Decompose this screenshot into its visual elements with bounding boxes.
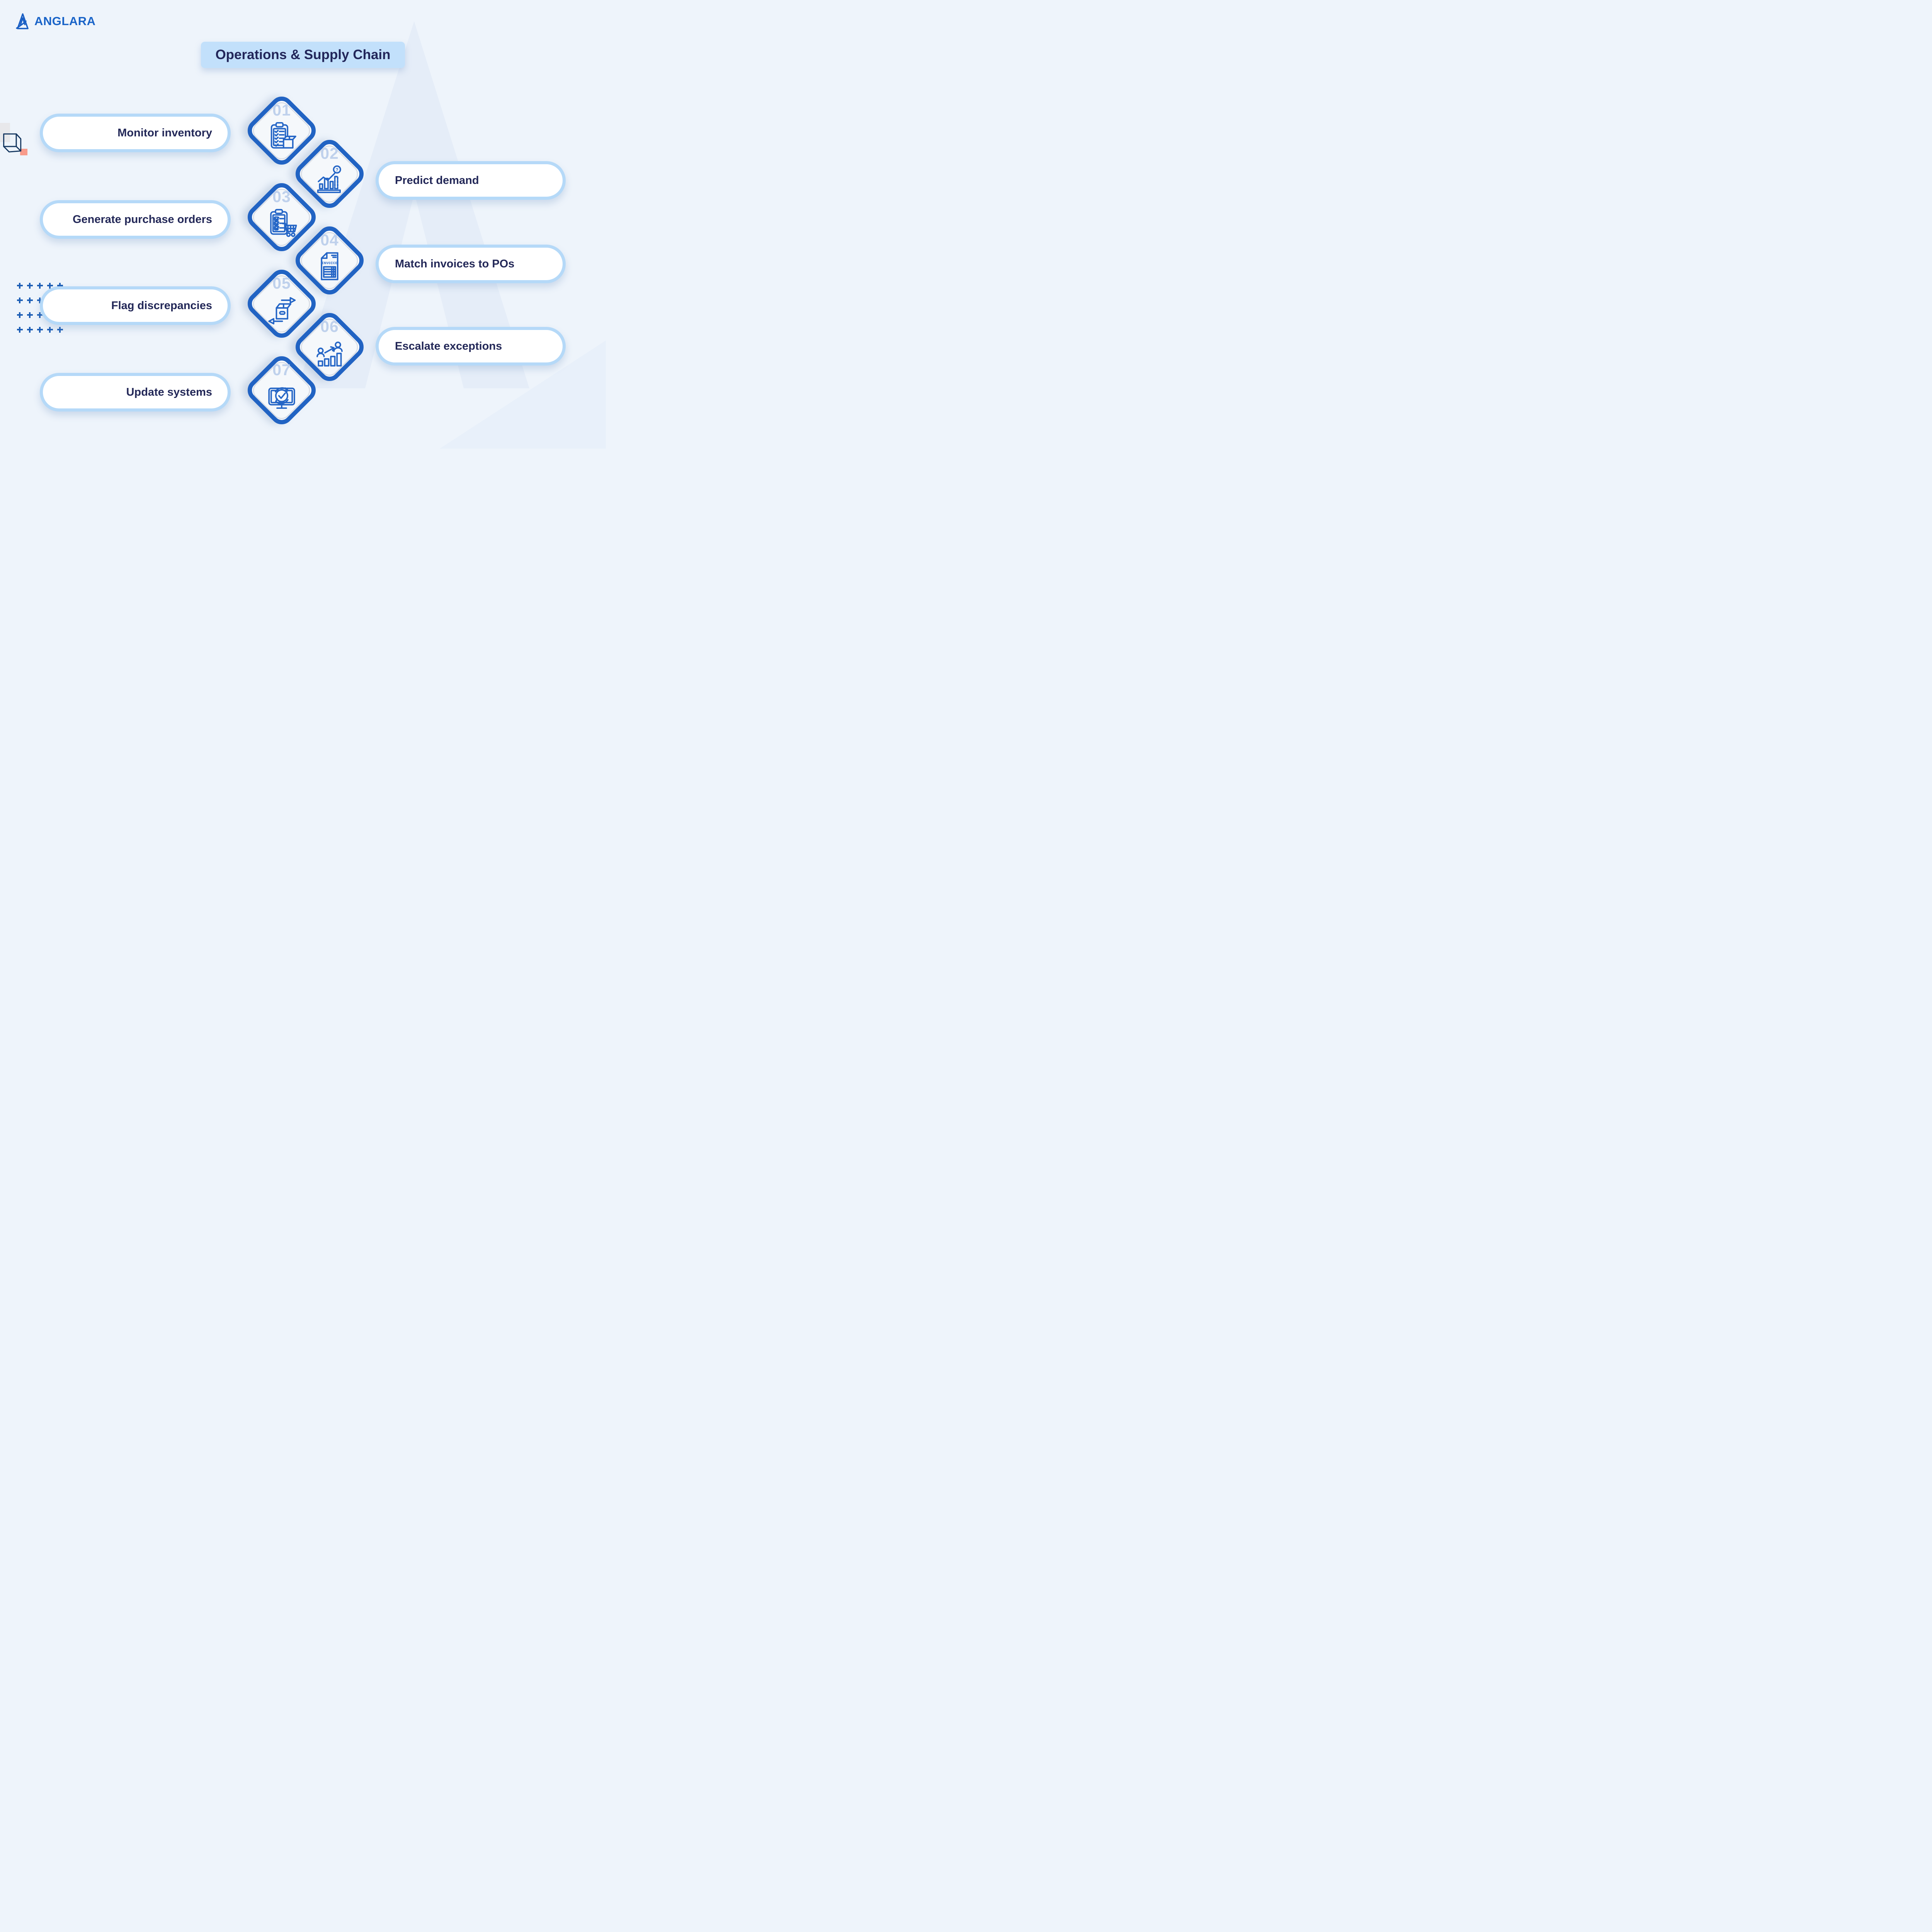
anglara-triangle-arrow-icon [16,13,29,29]
step-diamond-02: 02 ? [291,135,369,213]
step-label-pill-predict-demand: Predict demand [376,161,566,200]
page-title-badge: Operations & Supply Chain [201,42,405,68]
cube-decoration-icon [3,133,22,153]
step-number: 03 [272,188,291,206]
step-number: 07 [272,361,291,379]
step-number: 06 [320,318,339,335]
step-label-pill-match-invoices: Match invoices to POs [376,245,566,283]
checklist-cart-icon [270,209,297,237]
step-number: 05 [272,274,291,292]
coral-square-decoration [20,149,27,155]
step-number: 04 [320,231,339,249]
step-label: Monitor inventory [117,126,212,139]
brand-logo: ANGLARA [15,12,96,31]
step-diamond-05: 05 [243,265,321,343]
invoice-document-icon: INVOICE [321,252,338,281]
step-diamond-07: 07 [243,351,321,429]
step-label: Update systems [126,386,212,398]
monitor-sync-check-icon [268,387,295,409]
people-growth-arrow-icon [316,341,343,367]
step-label: Match invoices to POs [395,257,515,270]
step-number: 01 [272,101,291,119]
step-label: Generate purchase orders [72,213,212,226]
step-diamond-04: 04 INVOICE [291,221,369,299]
infographic-canvas: ANGLARA Operations & Supply Chain Monito… [0,0,606,449]
page-title: Operations & Supply Chain [215,47,391,62]
step-label-pill-escalate-exceptions: Escalate exceptions [376,327,566,366]
step-label-pill-monitor-inventory: Monitor inventory [40,114,231,152]
step-label-pill-flag-discrepancies: Flag discrepancies [40,286,231,325]
step-diamond-03: 03 [243,178,321,256]
svg-text:INVOICE: INVOICE [322,261,338,265]
brand-name: ANGLARA [34,14,96,28]
svg-text:?: ? [336,167,338,172]
clipboard-checklist-box-icon [270,122,296,149]
gray-square-decoration [0,123,10,142]
step-label: Predict demand [395,174,479,187]
step-label: Flag discrepancies [111,299,212,312]
package-arrows-icon [268,297,296,325]
bar-chart-question-icon: ? [317,165,341,193]
step-label: Escalate exceptions [395,340,502,352]
step-number: 02 [320,145,339,162]
step-diamond-06: 06 [291,308,369,386]
step-label-pill-generate-purchase-orders: Generate purchase orders [40,200,231,239]
step-diamond-01: 01 [243,92,321,170]
step-label-pill-update-systems: Update systems [40,373,231,412]
